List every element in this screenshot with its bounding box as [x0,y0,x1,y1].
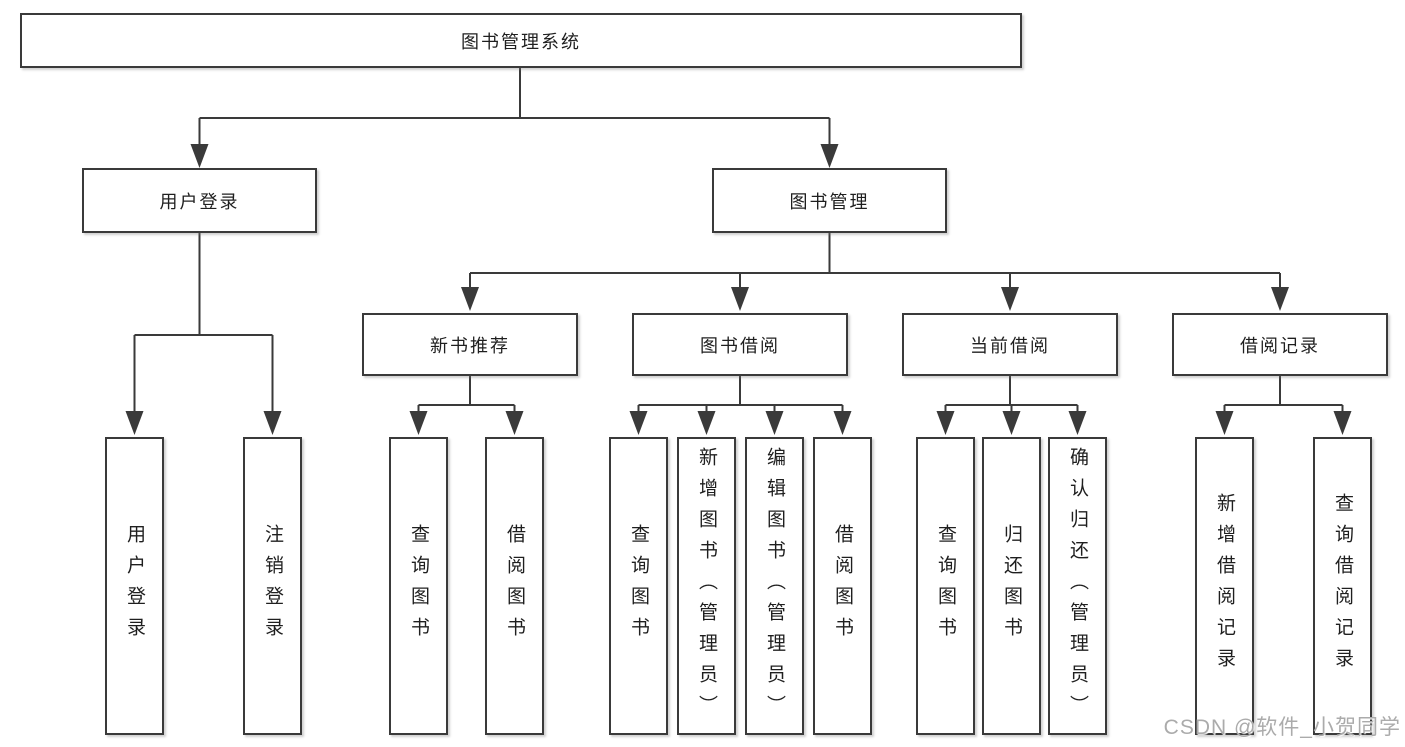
node-label: 新增借阅记录 [1214,493,1235,679]
node-leaf-edit-book-admin: 编辑图书（管理员） [745,437,804,735]
node-leaf-add-book-admin: 新增图书（管理员） [677,437,736,735]
node-label: 新书推荐 [430,335,510,356]
node-root: 图书管理系统 [20,13,1022,68]
node-label: 确认归还（管理员） [1067,446,1088,726]
node-label: 借阅图书 [832,524,853,648]
csdn-watermark: CSDN @软件_小贺同学 [1163,716,1401,739]
node-book-borrow: 图书借阅 [632,313,848,376]
node-label: 当前借阅 [970,335,1050,356]
node-leaf-query-borrow-record: 查询借阅记录 [1313,437,1372,735]
node-label: 图书借阅 [700,335,780,356]
connector-arrowheads [125,144,1352,435]
node-label: 编辑图书（管理员） [764,446,785,726]
connector-lines [133,68,1344,415]
node-label: 图书管理系统 [461,31,581,52]
node-leaf-query-books-recommend: 查询图书 [389,437,448,735]
node-borrow-records: 借阅记录 [1172,313,1388,376]
node-label: 注销登录 [262,524,283,648]
node-label: 用户登录 [124,524,145,648]
node-leaf-borrow-books-recommend: 借阅图书 [485,437,544,735]
node-label: 查询图书 [935,524,956,648]
node-label: 图书管理 [789,191,870,212]
node-label: 归还图书 [1001,524,1022,648]
node-leaf-borrow-books: 借阅图书 [813,437,872,735]
node-leaf-add-borrow-record: 新增借阅记录 [1195,437,1254,735]
node-label: 新增图书（管理员） [696,446,717,726]
node-leaf-user-login: 用户登录 [105,437,164,735]
node-label: 借阅图书 [504,524,525,648]
node-new-book-recommend: 新书推荐 [362,313,578,376]
node-label: 用户登录 [159,191,240,212]
node-leaf-query-books-current: 查询图书 [916,437,975,735]
node-label: 借阅记录 [1240,335,1320,356]
node-user-login: 用户登录 [82,168,317,233]
node-current-borrow: 当前借阅 [902,313,1118,376]
node-label: 查询图书 [628,524,649,648]
node-leaf-confirm-return-admin: 确认归还（管理员） [1048,437,1107,735]
node-leaf-return-book: 归还图书 [982,437,1041,735]
node-label: 查询图书 [408,524,429,648]
node-book-management: 图书管理 [712,168,947,233]
node-leaf-query-books-borrow: 查询图书 [609,437,668,735]
node-leaf-logout: 注销登录 [243,437,302,735]
node-label: 查询借阅记录 [1332,493,1353,679]
